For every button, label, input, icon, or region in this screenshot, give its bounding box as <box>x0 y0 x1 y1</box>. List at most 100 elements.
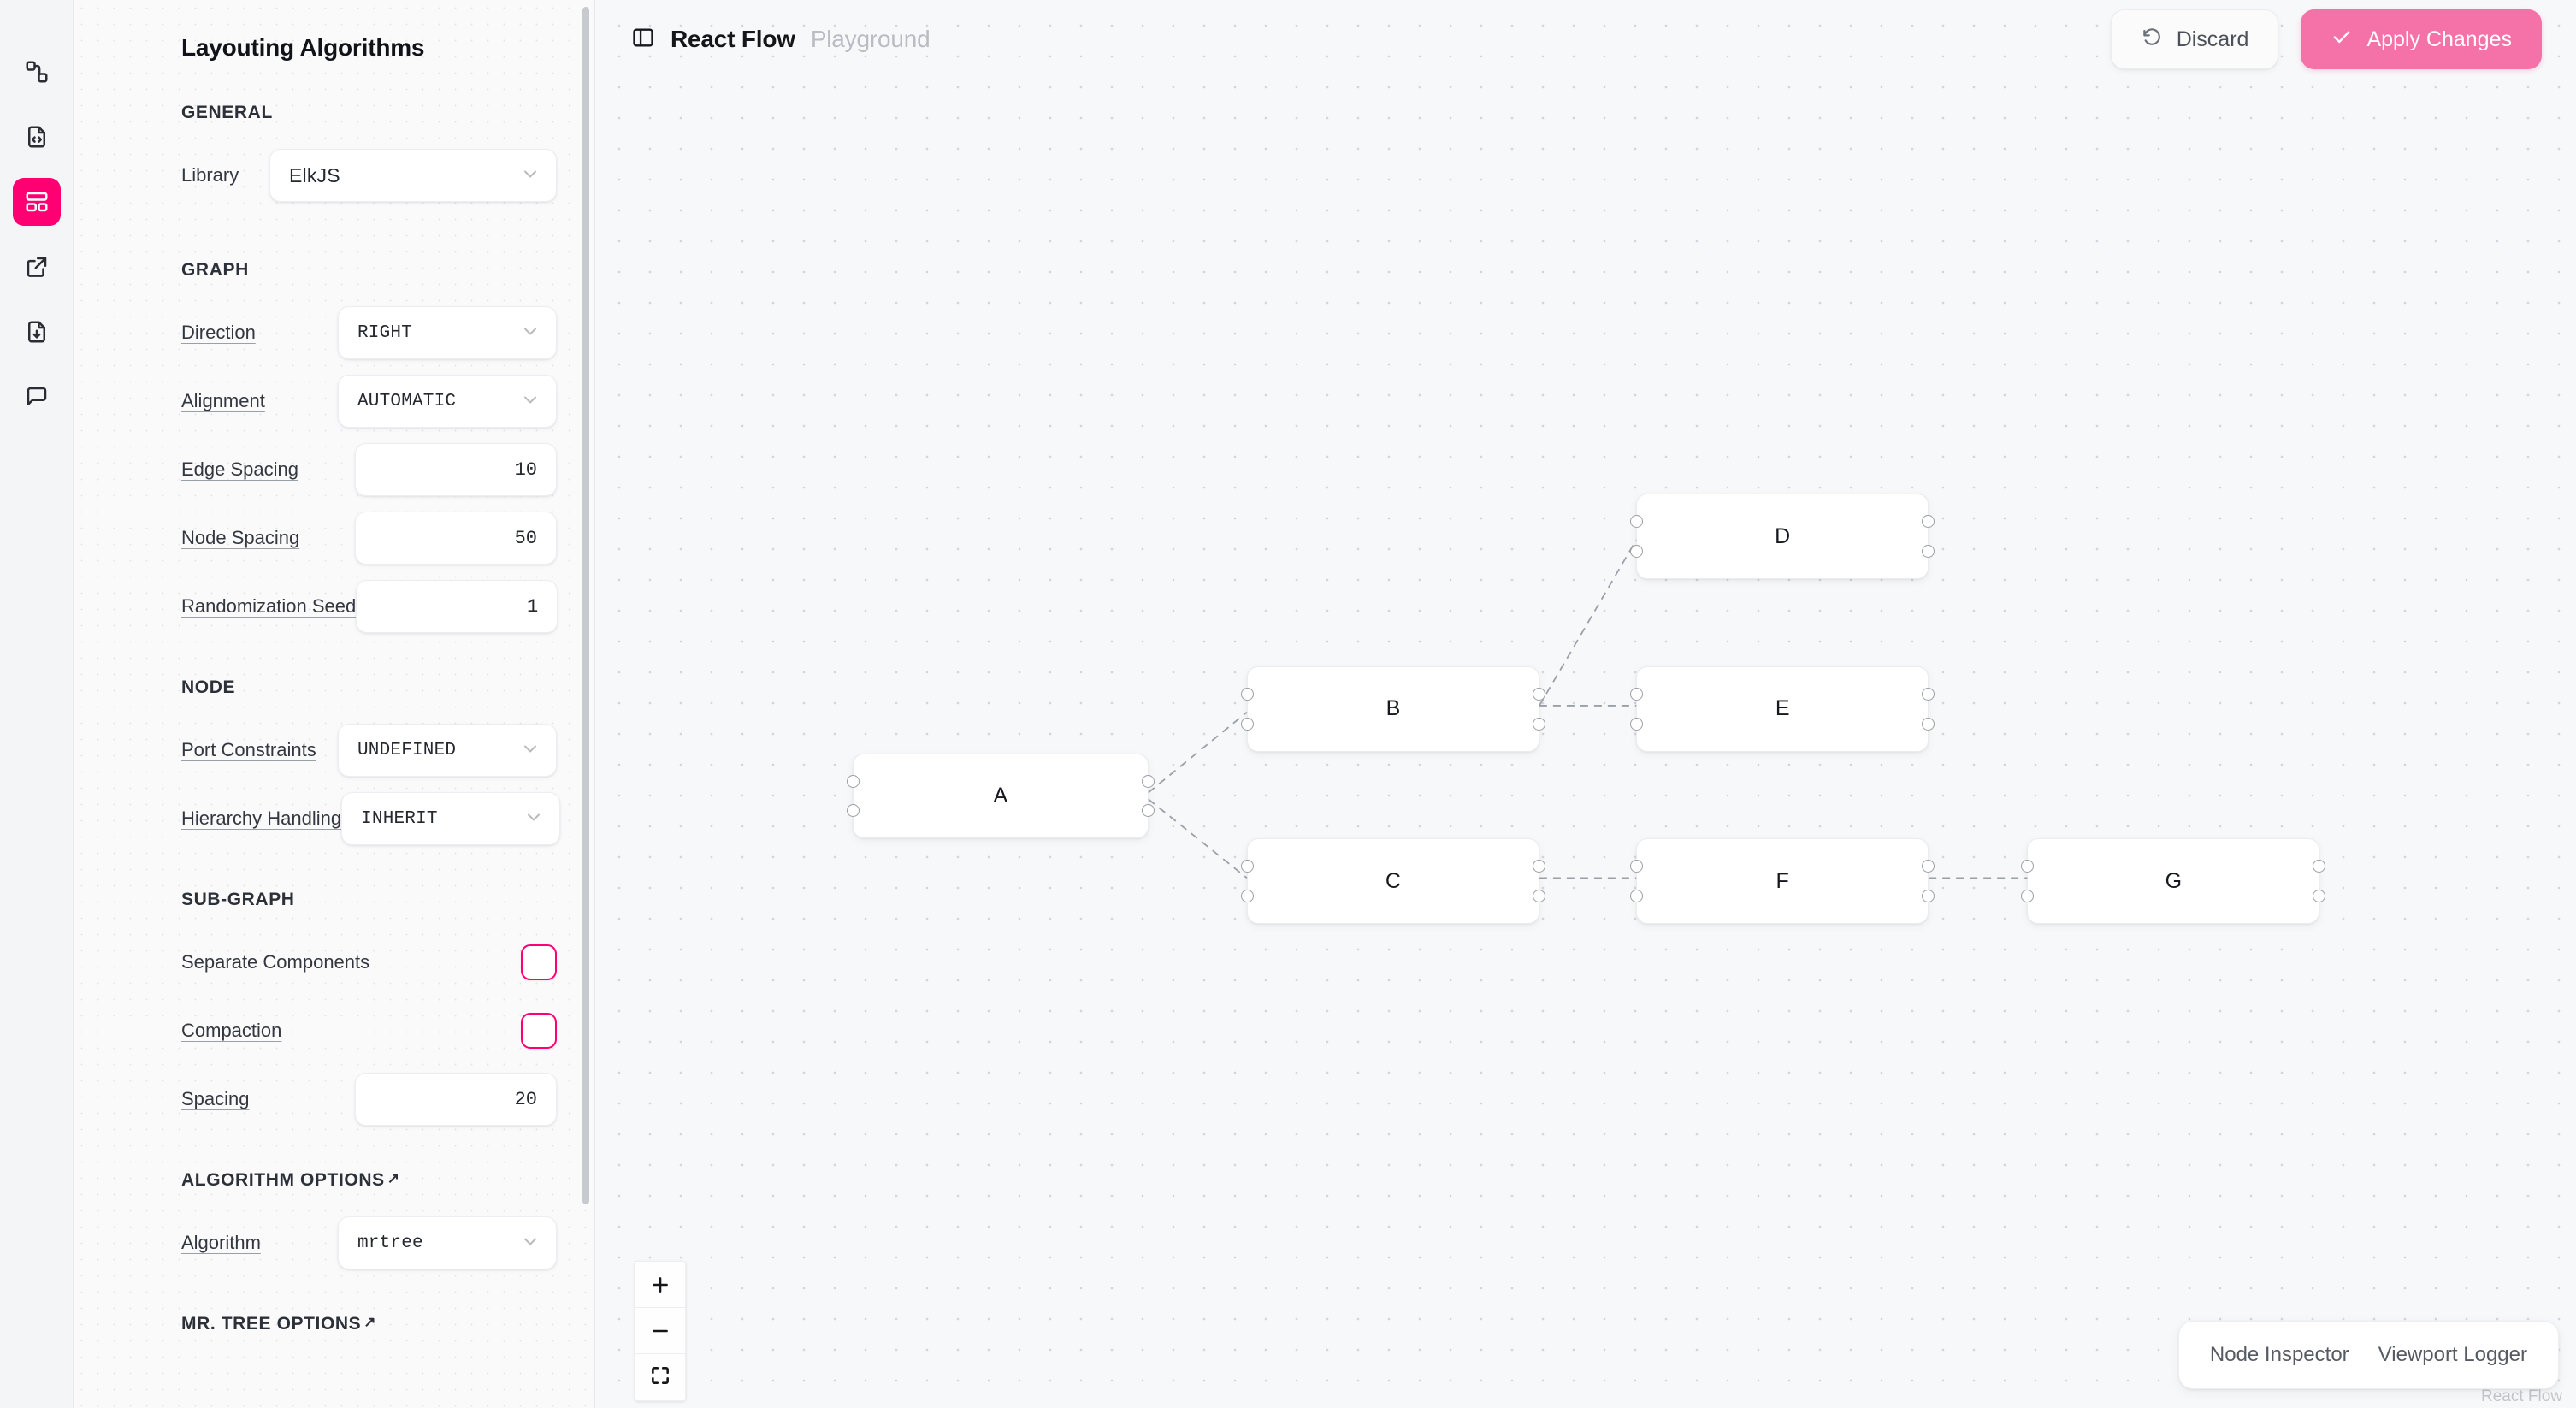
section-spacer <box>181 217 557 260</box>
layout-panels-icon <box>24 189 50 215</box>
flow-node-e[interactable]: E <box>1630 666 1935 752</box>
option-label-alignment: Alignment <box>181 390 265 411</box>
zoom-controls <box>635 1261 686 1401</box>
option-label-edge-spacing: Edge Spacing <box>181 458 298 480</box>
flow-node-c[interactable]: C <box>1240 838 1545 925</box>
handle-source-bottom[interactable] <box>1532 890 1545 903</box>
brand-name: React Flow <box>671 26 795 52</box>
handle-target-bottom[interactable] <box>2021 890 2035 903</box>
fit-view-button[interactable] <box>635 1354 685 1400</box>
select-direction[interactable]: RIGHT <box>338 306 557 359</box>
checkbox-separate-components[interactable] <box>521 944 557 980</box>
handle-source-bottom[interactable] <box>1141 804 1155 818</box>
option-row-node-spacing: Node Spacing 50 <box>181 512 557 565</box>
select-algorithm[interactable]: mrtree <box>338 1216 557 1269</box>
flow-node-d[interactable]: D <box>1630 494 1935 580</box>
sidebar-item-comment[interactable] <box>13 373 61 421</box>
section-heading-label: MR. TREE OPTIONS <box>181 1314 362 1334</box>
section-heading-mr-tree-options[interactable]: MR. TREE OPTIONS↗ <box>181 1314 557 1334</box>
chevron-down-icon <box>520 1231 541 1256</box>
section-heading-node: NODE <box>181 677 557 698</box>
option-row-randomization-seed: Randomization Seed 1 <box>181 580 558 633</box>
option-row-alignment: Alignment AUTOMATIC <box>181 375 557 428</box>
flow-node-label: D <box>1775 524 1791 548</box>
chevron-down-icon <box>520 738 541 763</box>
flow-canvas[interactable]: React Flow Playground Discard <box>595 0 2576 1408</box>
flow-node-a[interactable]: A <box>846 753 1155 839</box>
section-heading-algorithm-options[interactable]: ALGORITHM OPTIONS↗ <box>181 1170 557 1191</box>
handle-source-top[interactable] <box>1532 687 1545 701</box>
handle-source-bottom[interactable] <box>1922 545 1935 559</box>
sidebar-item-download-file[interactable] <box>13 308 61 356</box>
devtools-node-inspector[interactable]: Node Inspector <box>2209 1343 2349 1366</box>
sidebar-scrollbar-thumb[interactable] <box>582 7 589 1204</box>
handle-target-bottom[interactable] <box>1240 890 1254 903</box>
flow-edge-a-c[interactable] <box>1148 798 1248 879</box>
option-label-library: Library <box>181 164 239 186</box>
handle-source-top[interactable] <box>2313 860 2326 873</box>
flow-node-g[interactable]: G <box>2021 838 2326 925</box>
handle-source-bottom[interactable] <box>1922 890 1935 903</box>
handle-target-bottom[interactable] <box>1240 717 1254 731</box>
select-value-algorithm: mrtree <box>357 1233 423 1253</box>
number-input-spacing[interactable]: 20 <box>355 1073 557 1126</box>
topbar-actions: Discard Apply Changes <box>2110 9 2542 69</box>
number-input-randomization-seed[interactable]: 1 <box>356 580 558 633</box>
option-label-spacing: Spacing <box>181 1088 250 1109</box>
flow-edge-b-d[interactable] <box>1539 539 1638 707</box>
handle-target-top[interactable] <box>1240 687 1254 701</box>
handle-target-top[interactable] <box>846 774 860 788</box>
handle-target-top[interactable] <box>1630 687 1644 701</box>
handle-target-bottom[interactable] <box>1630 717 1644 731</box>
select-alignment[interactable]: AUTOMATIC <box>338 375 557 428</box>
number-input-edge-spacing[interactable]: 10 <box>355 443 557 496</box>
select-library[interactable]: ElkJS <box>269 149 557 202</box>
select-port-constraints[interactable]: UNDEFINED <box>338 724 557 777</box>
handle-source-top[interactable] <box>1532 860 1545 873</box>
section-heading-label: SUB-GRAPH <box>181 890 295 909</box>
sidebar-item-flow-graph[interactable] <box>13 48 61 96</box>
handle-target-top[interactable] <box>1630 515 1644 529</box>
select-hierarchy-handling[interactable]: INHERIT <box>341 792 561 845</box>
chevron-down-icon <box>523 807 544 831</box>
handle-source-bottom[interactable] <box>1922 717 1935 731</box>
section-spacer <box>181 1285 557 1314</box>
section-spacer <box>181 1360 557 1389</box>
handle-target-top[interactable] <box>1240 860 1254 873</box>
flow-node-f[interactable]: F <box>1630 838 1935 925</box>
sidebar-item-external-link[interactable] <box>13 243 61 291</box>
comment-icon <box>24 384 50 410</box>
handle-source-bottom[interactable] <box>2313 890 2326 903</box>
handle-target-bottom[interactable] <box>846 804 860 818</box>
apply-changes-button[interactable]: Apply Changes <box>2301 9 2542 69</box>
handle-target-top[interactable] <box>1630 860 1644 873</box>
handle-source-top[interactable] <box>1922 515 1935 529</box>
handle-target-bottom[interactable] <box>1630 890 1644 903</box>
sidebar-toggle-icon[interactable] <box>631 26 655 54</box>
handle-source-top[interactable] <box>1922 860 1935 873</box>
flow-node-b[interactable]: B <box>1240 666 1545 752</box>
devtools-panel: Node Inspector Viewport Logger <box>2177 1321 2559 1389</box>
section-spacer <box>181 861 557 890</box>
checkbox-compaction[interactable] <box>521 1013 557 1049</box>
number-input-node-spacing[interactable]: 50 <box>355 512 557 565</box>
handle-source-top[interactable] <box>1141 774 1155 788</box>
handle-target-bottom[interactable] <box>1630 545 1644 559</box>
sidebar-item-code-file[interactable] <box>13 113 61 161</box>
zoom-out-button[interactable] <box>635 1308 685 1354</box>
code-file-icon <box>24 124 50 150</box>
number-value-edge-spacing: 10 <box>514 458 537 481</box>
option-row-port-constraints: Port Constraints UNDEFINED <box>181 724 557 777</box>
sidebar-scrollbar-track[interactable] <box>582 0 589 1408</box>
react-flow-attribution[interactable]: React Flow <box>2480 1387 2562 1405</box>
handle-source-top[interactable] <box>1922 687 1935 701</box>
handle-source-bottom[interactable] <box>1532 717 1545 731</box>
handle-target-top[interactable] <box>2021 860 2035 873</box>
zoom-in-button[interactable] <box>635 1262 685 1308</box>
flow-edge-a-b[interactable] <box>1148 711 1248 794</box>
option-row-spacing: Spacing 20 <box>181 1073 557 1126</box>
devtools-viewport-logger[interactable]: Viewport Logger <box>2378 1343 2527 1366</box>
discard-button[interactable]: Discard <box>2110 9 2279 69</box>
sidebar-item-layout-panels[interactable] <box>12 178 61 226</box>
